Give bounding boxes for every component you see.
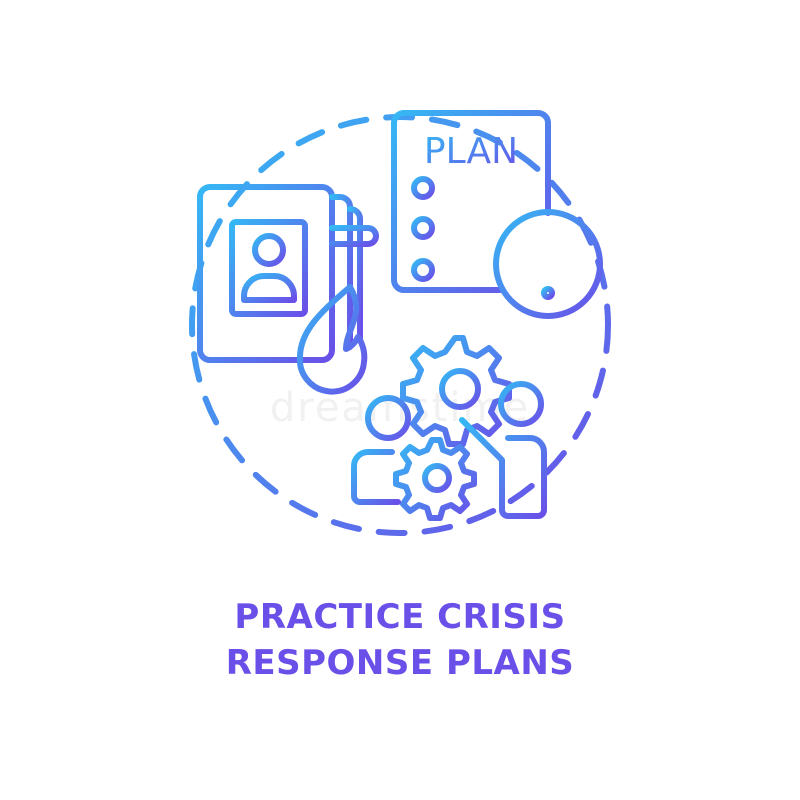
fire-icon: [296, 284, 368, 395]
alert-icon: [493, 209, 603, 319]
small-gear-icon: [393, 437, 477, 521]
plan-document-label: PLAN: [424, 131, 518, 172]
caption-line-2: RESPONSE PLANS: [225, 643, 575, 683]
contact-book-icon: [187, 184, 379, 363]
gear-icon: [400, 335, 512, 447]
team-member-icon: [351, 395, 411, 505]
plan-document-icon: [391, 110, 551, 293]
caption-line-1: PRACTICE CRISIS: [234, 597, 566, 637]
watermark: dreamstime: [269, 385, 531, 431]
presenter-icon: [459, 381, 547, 519]
